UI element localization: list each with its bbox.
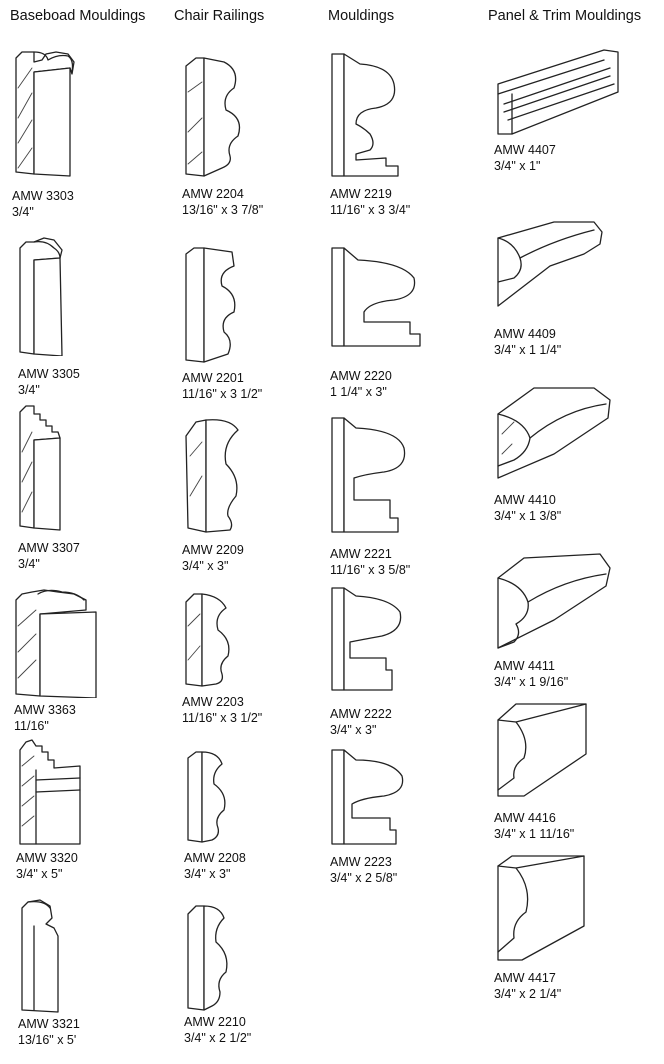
baseboard-profile-drawing	[19, 405, 61, 531]
panel-trim-profile-drawing	[497, 553, 611, 649]
chair-rail-profile-drawing	[187, 905, 228, 1011]
item-size: 3/4" x 3"	[330, 723, 377, 737]
moulding-item: AMW 2220 1 1/4" x 3"	[330, 244, 426, 400]
item-size: 3/4" x 1"	[494, 159, 541, 173]
item-code: AMW 2222	[330, 707, 392, 721]
item-code: AMW 4417	[494, 971, 556, 985]
moulding-item: AMW 4417 3/4" x 2 1/4"	[494, 852, 594, 1002]
chair-rail-profile-drawing	[185, 247, 236, 363]
moulding-item: AMW 3303 3/4"	[12, 48, 82, 220]
baseboard-profile-drawing	[15, 589, 97, 698]
item-size: 3/4" x 3"	[184, 867, 231, 881]
item-code: AMW 2223	[330, 855, 392, 869]
moulding-item: AMW 2203 11/16" x 3 1/2"	[182, 590, 262, 726]
item-code: AMW 3321	[18, 1017, 80, 1031]
item-size: 11/16" x 3 1/2"	[182, 387, 263, 401]
heading-baseboard-mouldings: Baseboad Mouldings	[10, 8, 146, 24]
item-size: 3/4" x 2 1/4"	[494, 987, 562, 1001]
moulding-profile-drawing	[331, 53, 399, 177]
moulding-item: AMW 4411 3/4" x 1 9/16"	[494, 550, 618, 690]
heading-mouldings: Mouldings	[328, 8, 395, 24]
moulding-profile-drawing	[331, 587, 402, 691]
item-size: 3/4" x 1 3/8"	[494, 509, 562, 523]
moulding-item: AMW 4416 3/4" x 1 11/16"	[494, 700, 594, 842]
moulding-item: AMW 2222 3/4" x 3"	[330, 584, 414, 738]
moulding-item: AMW 3305 3/4"	[18, 236, 80, 398]
item-size: 3/4"	[18, 383, 40, 397]
moulding-item: AMW 4410 3/4" x 1 3/8"	[494, 384, 618, 524]
item-code: AMW 3305	[18, 367, 80, 381]
chair-rail-profile-drawing	[185, 57, 241, 177]
item-size: 11/16"	[14, 719, 49, 733]
panel-trim-profile-drawing	[497, 221, 603, 307]
item-size: 3/4" x 5"	[16, 867, 63, 881]
item-size: 3/4"	[18, 557, 40, 571]
moulding-item: AMW 2204 13/16" x 3 7/8"	[182, 52, 263, 218]
moulding-item: AMW 3321 13/16" x 5'	[18, 896, 80, 1048]
item-code: AMW 2208	[184, 851, 246, 865]
moulding-item: AMW 2223 3/4" x 2 5/8"	[330, 746, 414, 886]
item-size: 3/4"	[12, 205, 34, 219]
moulding-item: AMW 2201 11/16" x 3 1/2"	[182, 244, 262, 402]
panel-trim-profile-drawing	[497, 49, 619, 135]
item-code: AMW 3303	[12, 189, 74, 203]
moulding-item: AMW 3363 11/16"	[14, 586, 100, 734]
item-size: 3/4" x 1 11/16"	[494, 827, 575, 841]
item-size: 3/4" x 1 1/4"	[494, 343, 562, 357]
item-size: 13/16" x 3 7/8"	[182, 203, 264, 217]
moulding-profile-drawing	[331, 749, 404, 845]
chair-rail-profile-drawing	[185, 419, 239, 533]
moulding-item: AMW 2208 3/4" x 3"	[184, 748, 246, 882]
item-size: 13/16" x 5'	[18, 1033, 77, 1047]
item-size: 11/16" x 3 1/2"	[182, 711, 263, 725]
item-size: 3/4" x 1 9/16"	[494, 675, 569, 689]
item-code: AMW 2209	[182, 543, 244, 557]
moulding-item: AMW 4409 3/4" x 1 1/4"	[494, 218, 608, 358]
moulding-profile-drawing	[331, 417, 406, 533]
panel-trim-profile-drawing	[497, 387, 611, 479]
moulding-item: AMW 2221 11/16" x 3 5/8"	[330, 414, 414, 578]
item-code: AMW 4407	[494, 143, 556, 157]
item-size: 11/16" x 3 5/8"	[330, 563, 411, 577]
item-code: AMW 3363	[14, 703, 76, 717]
chair-rail-profile-drawing	[187, 751, 226, 843]
item-code: AMW 2204	[182, 187, 244, 201]
item-code: AMW 2219	[330, 187, 392, 201]
heading-chair-railings: Chair Railings	[174, 8, 265, 24]
item-code: AMW 4410	[494, 493, 556, 507]
heading-panel-trim-mouldings: Panel & Trim Mouldings	[488, 8, 642, 24]
panel-trim-profile-drawing	[497, 703, 587, 797]
item-size: 3/4" x 3"	[182, 559, 229, 573]
panel-trim-profile-drawing	[497, 855, 585, 961]
item-code: AMW 2210	[184, 1015, 246, 1029]
baseboard-profile-drawing	[21, 899, 59, 1013]
moulding-item: AMW 4407 3/4" x 1"	[494, 46, 624, 174]
baseboard-profile-drawing	[15, 51, 75, 177]
item-size: 11/16" x 3 3/4"	[330, 203, 411, 217]
item-code: AMW 3307	[18, 541, 80, 555]
moulding-profile-drawing	[331, 247, 421, 347]
item-size: 1 1/4" x 3"	[330, 385, 387, 399]
item-size: 3/4" x 2 5/8"	[330, 871, 398, 885]
moulding-item: AMW 2210 3/4" x 2 1/2"	[184, 902, 251, 1046]
chair-rail-profile-drawing	[185, 593, 230, 687]
moulding-item: AMW 3320 3/4" x 5"	[16, 736, 92, 882]
moulding-item: AMW 3307 3/4"	[18, 402, 80, 572]
item-code: AMW 3320	[16, 851, 78, 865]
item-code: AMW 2221	[330, 547, 392, 561]
item-size: 3/4" x 2 1/2"	[184, 1031, 252, 1045]
baseboard-profile-drawing	[19, 739, 81, 845]
item-code: AMW 2203	[182, 695, 244, 709]
item-code: AMW 2220	[330, 369, 392, 383]
baseboard-profile-drawing	[19, 237, 63, 356]
moulding-item: AMW 2209 3/4" x 3"	[182, 416, 252, 574]
item-code: AMW 4409	[494, 327, 556, 341]
moulding-item: AMW 2219 11/16" x 3 3/4"	[330, 50, 414, 218]
item-code: AMW 2201	[182, 371, 244, 385]
item-code: AMW 4411	[494, 659, 555, 673]
item-code: AMW 4416	[494, 811, 556, 825]
